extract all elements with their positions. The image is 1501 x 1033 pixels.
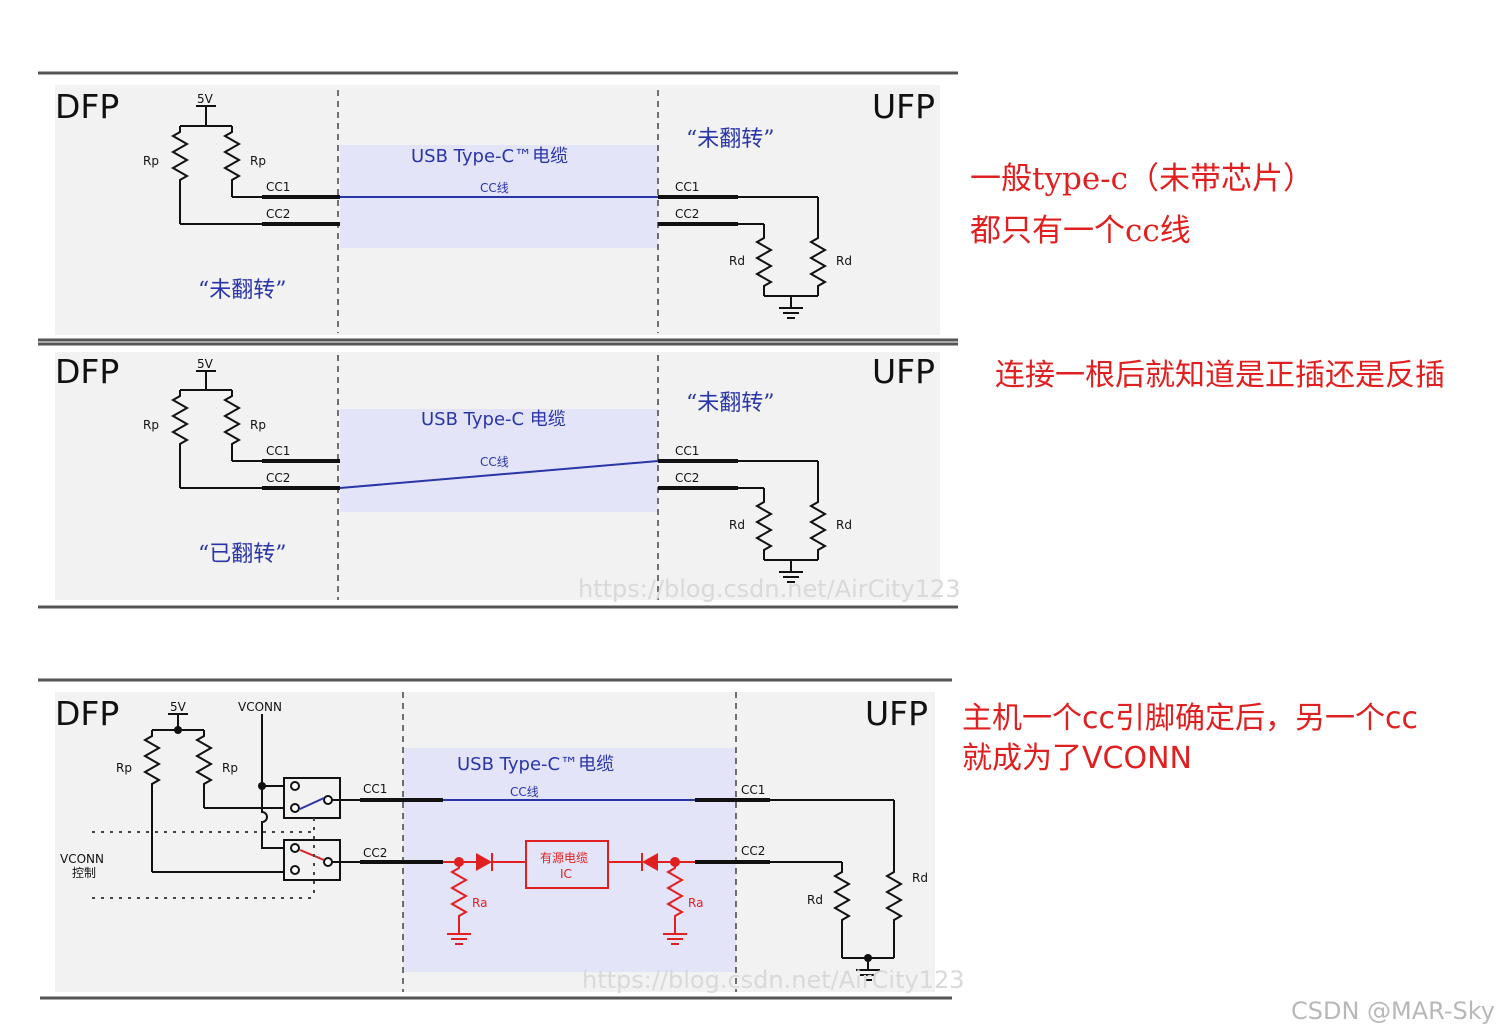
- panel-3-active-cable-ic: [525, 840, 609, 889]
- panel-2-url-watermark: https://blog.csdn.net/AirCity123: [578, 575, 961, 603]
- panel-2-ccline-label: CC线: [480, 455, 509, 469]
- panel-3-5v-label: 5V: [170, 700, 187, 714]
- panel-3-ra-right-label: Ra: [688, 896, 703, 910]
- panel-3-diode-left-icon: [476, 853, 492, 871]
- panel-3-ic-label: 有源电缆: [540, 851, 588, 865]
- panel-2-5v-label: 5V: [197, 357, 214, 371]
- panel-3-ic-sublabel: IC: [560, 867, 572, 881]
- note-one-cc-wire: 一般type-c（未带芯片） 都只有一个cc线: [970, 153, 1314, 257]
- panel-2-dfp-cc1-label: CC1: [266, 444, 290, 458]
- panel-1-ufp-label: UFP: [872, 87, 935, 126]
- panel-1-dfp-label: DFP: [55, 87, 119, 126]
- panel-3-ufp-label: UFP: [865, 694, 928, 733]
- panel-1-rd-left-label: Rd: [729, 254, 745, 268]
- panel-1-unflipped: DFP UFP 5V Rp Rp CC1 CC2 USB Type-C™电缆 C…: [38, 71, 958, 342]
- panel-1-dfp-cc2-label: CC2: [266, 207, 290, 221]
- panel-1-ufp-cc1-label: CC1: [675, 180, 699, 194]
- panel-3-vconn: DFP UFP 5V VCONN Rp Rp VCONN: [38, 678, 965, 1000]
- panel-2-flipped: DFP UFP 5V Rp Rp CC1 CC2 USB Type-C 电缆 C…: [38, 342, 961, 609]
- panel-1-rp-right-label: Rp: [250, 154, 266, 168]
- panel-2-ufp-cc2-label: CC2: [675, 471, 699, 485]
- panel-2-rp-left-label: Rp: [143, 418, 159, 432]
- panel-2-ufp-label: UFP: [872, 352, 935, 391]
- panel-2-cable-label: USB Type-C 电缆: [421, 409, 566, 430]
- panel-2-rd-left-label: Rd: [729, 518, 745, 532]
- panel-2-dfp-label: DFP: [55, 352, 119, 391]
- panel-2-cc-wire-crossed: [339, 460, 659, 489]
- panel-1-rp-left-label: Rp: [143, 154, 159, 168]
- panel-3-rp-left-label: Rp: [116, 761, 132, 775]
- panel-2-ufp-cc1-label: CC1: [675, 444, 699, 458]
- note-vconn: 主机一个cc引脚确定后，另一个cc 就成为了VCONN: [962, 699, 1418, 779]
- panel-2-cable-band: [340, 409, 658, 512]
- panel-1-ccline-label: CC线: [480, 181, 509, 195]
- panel-1-dfp-cc1-label: CC1: [266, 180, 290, 194]
- panel-1-ufp-cc2-label: CC2: [675, 207, 699, 221]
- panel-1-rd-right-label: Rd: [836, 254, 852, 268]
- panel-3-cable-label: USB Type-C™电缆: [457, 754, 614, 775]
- panel-3-vconn-supply-label: VCONN: [238, 700, 282, 714]
- panel-3-vconn-control-sublabel: 控制: [72, 866, 96, 880]
- panel-3-diode-right-icon: [642, 853, 658, 871]
- panel-3-ccline-label: CC线: [510, 785, 539, 799]
- note-vconn-line-1: 主机一个cc引脚确定后，另一个cc: [962, 701, 1418, 736]
- panel-3-dfp-cc1-label: CC1: [363, 782, 387, 796]
- panel-3-rd-right-label: Rd: [912, 871, 928, 885]
- panel-3-active-cable-circuit: 有源电缆 IC Ra Ra: [443, 840, 703, 945]
- panel-2-ufp-state: “未翻转”: [686, 391, 775, 416]
- panel-1-ufp-state: “未翻转”: [686, 127, 775, 152]
- panel-1-dfp-state: “未翻转”: [198, 278, 287, 303]
- panel-3-cc1-switch: [283, 777, 341, 819]
- panel-3-ufp-cc2-label: CC2: [741, 844, 765, 858]
- panel-3-vconn-control-label: VCONN: [60, 852, 104, 866]
- panel-3-url-watermark: https://blog.csdn.net/AirCity123: [582, 966, 965, 994]
- panel-1-cable-label: USB Type-C™电缆: [411, 146, 568, 167]
- panel-2-dfp-cc2-label: CC2: [266, 471, 290, 485]
- note-vconn-line-2: 就成为了VCONN: [962, 741, 1192, 776]
- panel-3-rp-right-label: Rp: [222, 761, 238, 775]
- note-orientation-detect: 连接一根后就知道是正插还是反插: [995, 358, 1445, 393]
- panel-3-rd-left-label: Rd: [807, 893, 823, 907]
- note-one-cc-wire-line-1: 一般type-c（未带芯片）: [970, 161, 1314, 197]
- panel-1-5v-label: 5V: [197, 92, 214, 106]
- panel-3-dfp-label: DFP: [55, 694, 119, 733]
- panel-2-dfp-state: “已翻转”: [198, 542, 287, 567]
- panel-3-dfp-cc2-label: CC2: [363, 846, 387, 860]
- csdn-watermark: CSDN @MAR-Sky: [1290, 997, 1495, 1025]
- panel-3-ra-left-label: Ra: [472, 896, 487, 910]
- panel-2-rp-right-label: Rp: [250, 418, 266, 432]
- note-one-cc-wire-line-2: 都只有一个cc线: [970, 213, 1191, 249]
- panel-3-ufp-cc1-label: CC1: [741, 783, 765, 797]
- panel-3-cc2-switch: [283, 839, 341, 881]
- panel-2-rd-right-label: Rd: [836, 518, 852, 532]
